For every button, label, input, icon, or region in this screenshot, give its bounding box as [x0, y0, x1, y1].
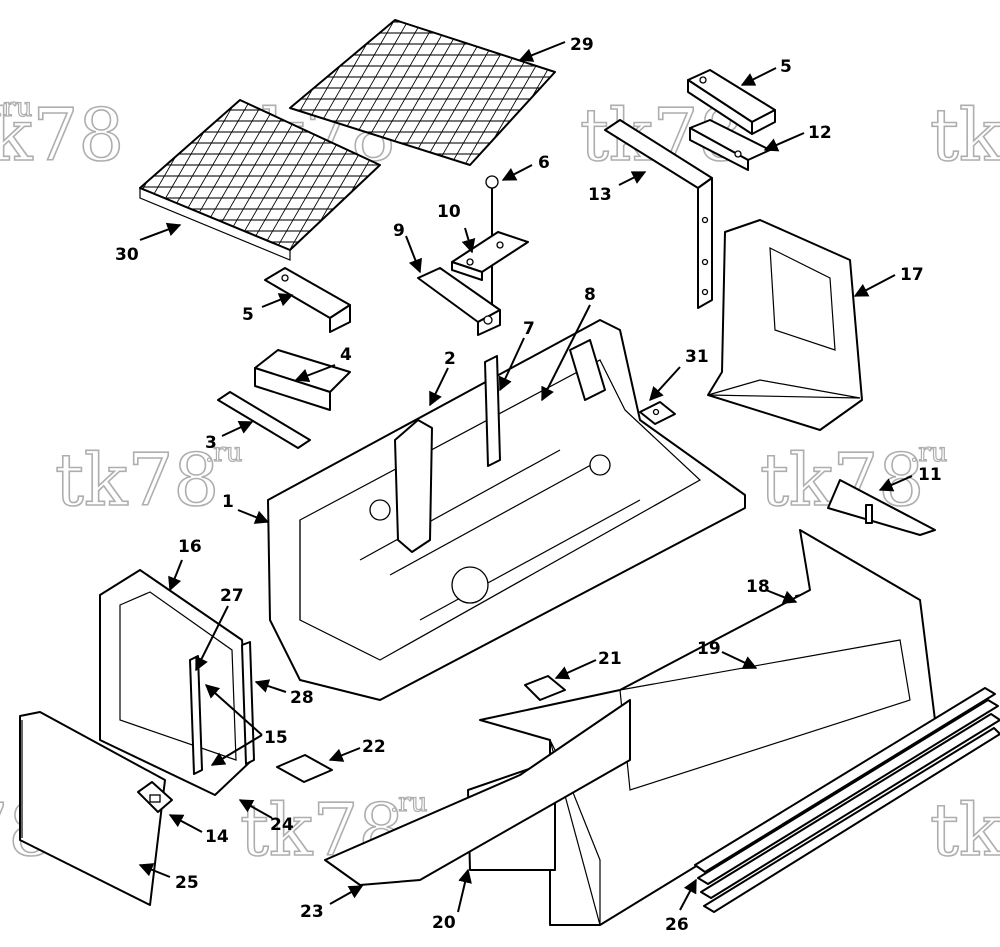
callout-5-lower: 5	[242, 305, 254, 325]
callout-14: 14	[205, 827, 229, 847]
callout-16: 16	[178, 537, 202, 557]
part-22-plate	[276, 754, 333, 783]
part-21-plate	[524, 675, 566, 701]
callout-7: 7	[523, 319, 535, 339]
part-30-grating	[138, 99, 382, 261]
callout-26: 26	[665, 915, 689, 935]
callout-18: 18	[746, 577, 770, 597]
callout-31: 31	[685, 347, 709, 367]
watermark: tk78	[929, 787, 1000, 873]
callout-9: 9	[393, 221, 405, 241]
watermark: tk78.ru	[0, 92, 125, 178]
svg-text:.ru: .ru	[390, 788, 427, 818]
part-5-bracket-lower	[264, 267, 351, 333]
callout-3: 3	[205, 433, 217, 453]
svg-text:tk78: tk78	[930, 93, 1000, 177]
part-10-plate	[451, 231, 529, 281]
callout-25: 25	[175, 873, 199, 893]
callout-28: 28	[290, 688, 314, 708]
part-8-bracket	[569, 339, 606, 401]
part-5-bracket-upper	[687, 69, 776, 135]
svg-text:tk78: tk78	[0, 93, 124, 177]
callout-5-upper: 5	[780, 57, 792, 77]
callout-30: 30	[115, 245, 139, 265]
callout-leaders	[138, 41, 913, 913]
callout-15: 15	[264, 728, 288, 748]
callout-12: 12	[808, 123, 832, 143]
part-25-door	[19, 711, 166, 906]
callout-2: 2	[444, 349, 456, 369]
callout-17: 17	[900, 265, 924, 285]
callout-13: 13	[588, 185, 612, 205]
svg-text:tk78: tk78	[55, 438, 219, 522]
part-28-strip	[241, 641, 255, 765]
callout-20: 20	[432, 913, 456, 933]
part-4-tray	[254, 349, 351, 411]
part-16-panel-frame	[99, 569, 253, 796]
part-12-plate	[689, 119, 771, 171]
svg-text:tk78: tk78	[930, 788, 1000, 872]
part-11-deflector	[827, 479, 936, 536]
svg-text:.ru: .ru	[205, 438, 242, 468]
callout-11: 11	[918, 465, 942, 485]
svg-text:.ru: .ru	[0, 93, 32, 123]
part-26-rails	[694, 687, 1000, 913]
part-17-side-panel	[707, 219, 863, 431]
part-31-plate	[639, 401, 676, 425]
part-14-latch	[137, 781, 173, 813]
part-9-bracket	[417, 267, 501, 336]
watermark: tk78	[929, 92, 1000, 178]
callout-1: 1	[222, 492, 234, 512]
part-13-bracket	[604, 119, 713, 309]
part-29-grating	[288, 19, 557, 166]
callout-8: 8	[584, 285, 596, 305]
part-3-strap	[217, 391, 311, 449]
callout-27: 27	[220, 586, 244, 606]
part-2-upright	[394, 419, 433, 553]
callout-23: 23	[300, 902, 324, 922]
callout-4: 4	[340, 345, 352, 365]
callout-21: 21	[598, 649, 622, 669]
part-7-post	[484, 355, 501, 467]
callout-29: 29	[570, 35, 594, 55]
callout-22: 22	[362, 737, 386, 757]
watermark: tk78.ru	[54, 437, 243, 523]
part-23-floor-plate	[324, 699, 631, 886]
callout-19: 19	[697, 639, 721, 659]
svg-text:.ru: .ru	[910, 438, 947, 468]
callout-6: 6	[538, 153, 550, 173]
callout-labels: 29 5 12 6 13 10 9 30 17 5 8 7 31 4 2 3 1…	[115, 35, 942, 935]
part-27-strip	[189, 655, 203, 775]
callout-10: 10	[437, 202, 461, 222]
callout-24: 24	[270, 815, 294, 835]
